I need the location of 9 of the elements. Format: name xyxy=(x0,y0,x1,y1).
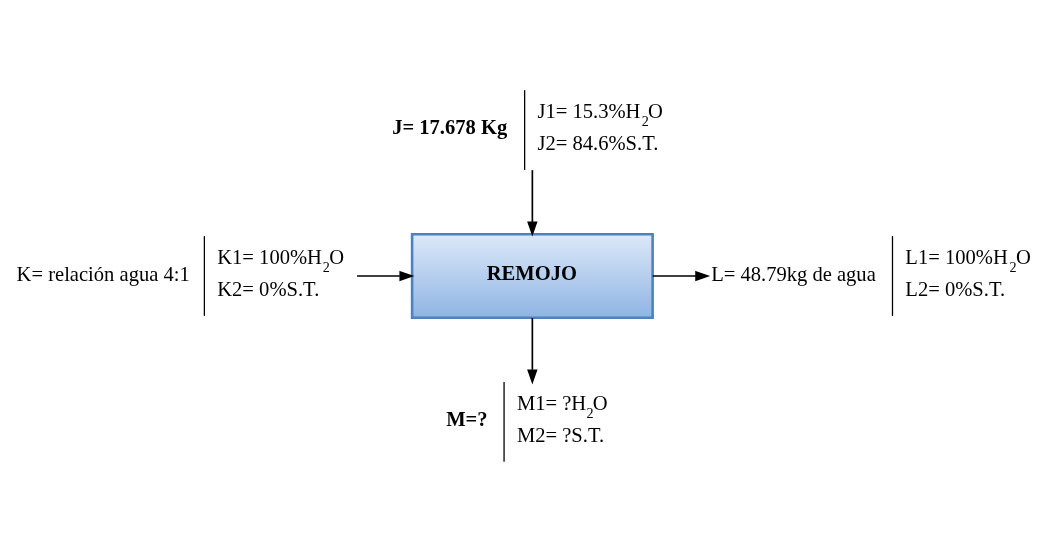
node-box: REMOJO xyxy=(410,232,654,319)
arrow xyxy=(356,270,415,281)
node-text: M=? M1= ?H$_{2}$O M2= ?S.T. xyxy=(446,391,608,446)
arrow xyxy=(651,270,711,281)
node-text: J= 17.678 Kg J1= 15.3%H$_{2}$O J2= 84.6%S.T. xyxy=(392,99,663,154)
arrow xyxy=(527,168,538,236)
node-text: K= relación agua 4:1 K1= 100%H$_{2}$O K2= 0%S.T. xyxy=(16,245,344,300)
arrow xyxy=(527,316,538,384)
node-text: L= 48.79kg de agua L1= 100%H$_{2}$O L2= 0%S.T. xyxy=(711,245,1031,300)
